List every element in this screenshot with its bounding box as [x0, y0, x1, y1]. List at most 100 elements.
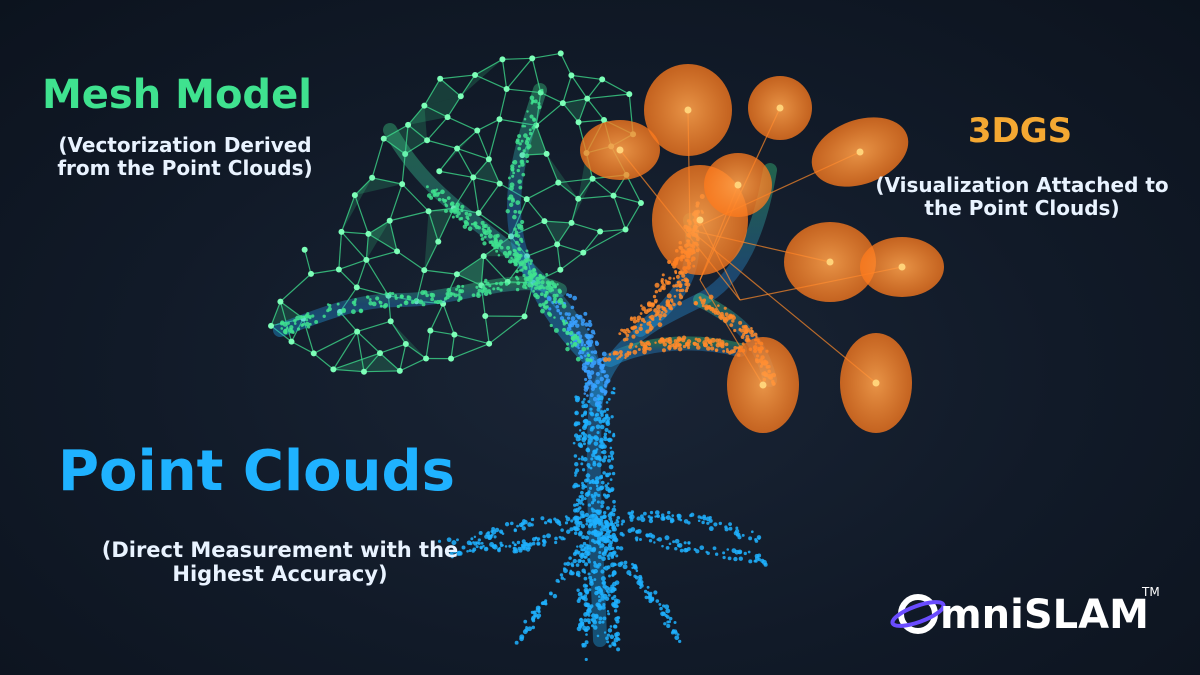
mesh-node	[338, 228, 345, 235]
mesh-edge	[356, 259, 367, 288]
point-dot	[675, 274, 680, 279]
point-dot	[518, 255, 521, 259]
mesh-node	[363, 256, 370, 263]
point-dot	[676, 543, 681, 548]
mesh-edge	[338, 231, 343, 270]
point-dot	[683, 541, 687, 545]
point-dot	[645, 533, 650, 538]
mesh-edge	[571, 222, 601, 233]
point-dot	[643, 309, 649, 315]
point-dot	[512, 214, 517, 220]
point-dot	[554, 293, 559, 298]
mesh-node	[480, 253, 487, 260]
point-dot	[678, 293, 682, 297]
point-dot	[587, 572, 591, 576]
point-dot	[614, 521, 617, 525]
point-dot	[687, 542, 691, 545]
point-dot	[583, 562, 589, 567]
point-dot	[542, 305, 547, 309]
mesh-edge	[389, 183, 403, 221]
point-dot	[593, 435, 599, 440]
mesh-edge	[438, 148, 458, 172]
point-dot	[584, 512, 589, 517]
point-dot	[604, 494, 609, 499]
point-dot	[595, 476, 600, 481]
point-dot	[666, 623, 671, 629]
point-dot	[484, 278, 488, 282]
point-dot	[460, 209, 464, 213]
point-dot	[679, 518, 683, 522]
point-dot	[585, 591, 589, 595]
mesh-edge	[304, 249, 312, 275]
point-clouds-subtitle: (Direct Measurement with the Highest Acc…	[101, 538, 459, 587]
point-dot	[545, 273, 549, 276]
mesh-face	[341, 177, 373, 232]
point-dot	[583, 397, 586, 401]
point-dot	[566, 316, 571, 320]
point-dot	[606, 482, 610, 485]
point-dot	[501, 532, 505, 535]
point-dot	[540, 516, 545, 521]
point-dot	[594, 413, 598, 417]
point-dot	[718, 521, 723, 526]
point-dot	[701, 304, 705, 308]
mesh-edge	[371, 138, 385, 178]
point-dot	[658, 288, 662, 293]
point-dot	[581, 400, 585, 405]
mesh-edge	[613, 195, 642, 204]
mesh-edge	[407, 105, 425, 126]
mesh-edge	[472, 158, 490, 178]
point-dot	[600, 500, 605, 505]
point-dot	[495, 233, 500, 238]
mesh-edge	[484, 315, 490, 344]
point-dot	[573, 433, 579, 438]
point-dot	[702, 342, 708, 348]
point-dot	[468, 212, 472, 217]
mesh-edge	[570, 198, 579, 224]
point-dot	[545, 290, 549, 294]
point-dot	[559, 573, 564, 577]
point-dot	[616, 515, 621, 520]
mesh-edge	[559, 252, 584, 271]
point-dot	[451, 540, 457, 546]
point-dot	[604, 596, 610, 601]
mesh-edge	[439, 170, 474, 179]
point-dot	[575, 323, 580, 328]
point-dot	[599, 405, 602, 409]
point-dot	[562, 567, 567, 571]
point-dot	[493, 544, 497, 548]
mesh-node	[622, 226, 629, 233]
point-dot	[603, 631, 607, 634]
point-dot	[538, 303, 543, 308]
point-dot	[568, 556, 572, 560]
point-dot	[610, 584, 615, 589]
point-dot	[456, 551, 461, 556]
point-dot	[579, 355, 583, 359]
point-dot	[649, 510, 654, 515]
point-dot	[547, 283, 552, 288]
point-dot	[596, 394, 601, 398]
point-dot	[590, 329, 596, 334]
point-dot	[705, 550, 708, 554]
point-dot	[473, 541, 478, 546]
point-dot	[306, 312, 310, 316]
mesh-node	[541, 218, 548, 225]
point-dot	[748, 329, 754, 335]
point-dot	[581, 568, 586, 573]
mesh-face	[562, 98, 588, 123]
point-dot	[597, 554, 602, 560]
mesh-edge	[587, 93, 630, 100]
point-dot	[586, 530, 592, 535]
point-dot	[669, 298, 674, 302]
mesh-edge	[356, 320, 391, 333]
point-dot	[521, 172, 526, 177]
point-dot	[583, 387, 589, 392]
mesh-edge	[478, 212, 512, 237]
point-dot	[572, 320, 577, 325]
point-dot	[586, 448, 591, 453]
mesh-edge	[429, 303, 444, 331]
point-dot	[609, 634, 615, 640]
mesh-edge	[577, 98, 588, 123]
point-dot	[608, 516, 613, 521]
point-dot	[576, 545, 579, 548]
